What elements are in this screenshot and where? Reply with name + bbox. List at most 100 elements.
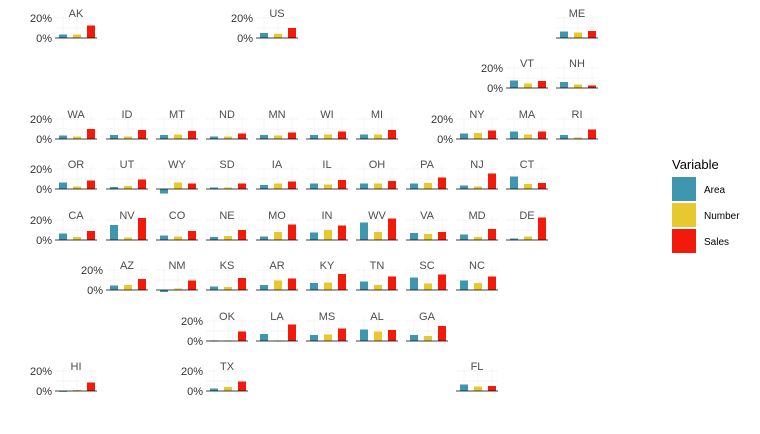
bar-ar-area <box>260 285 268 290</box>
state-label: MO <box>268 210 286 222</box>
bar-ms-area <box>310 335 318 341</box>
bar-or-number <box>73 186 81 189</box>
panel-tn: TN <box>356 260 398 292</box>
bar-nh-sales <box>588 85 596 88</box>
bar-wa-number <box>73 136 81 139</box>
state-label: VA <box>420 210 435 222</box>
bar-wv-area <box>360 222 368 240</box>
bar-tn-area <box>360 281 368 290</box>
bar-or-area <box>59 182 67 189</box>
bar-ut-sales <box>138 179 146 189</box>
bar-sc-number <box>424 283 432 290</box>
bar-sd-number <box>224 187 232 189</box>
bar-pa-number <box>424 183 432 189</box>
state-label: MA <box>519 109 536 121</box>
panel-ks: KS <box>206 260 248 292</box>
bar-hi-number <box>73 390 81 391</box>
y-tick-label: 20% <box>30 215 52 227</box>
bar-de-area <box>510 238 518 240</box>
bar-mn-number <box>274 135 282 139</box>
bar-mt-sales <box>188 131 196 139</box>
state-label: KY <box>320 260 335 272</box>
bar-de-number <box>524 236 532 240</box>
bar-ma-sales <box>538 131 546 139</box>
bar-az-sales <box>138 279 146 290</box>
bar-ut-number <box>124 186 132 189</box>
bar-ca-sales <box>87 231 95 240</box>
state-label: WA <box>67 109 85 121</box>
bar-wi-sales <box>338 131 346 139</box>
bar-al-area <box>360 329 368 341</box>
bar-ak-sales <box>87 25 95 38</box>
y-tick-label: 0% <box>87 285 103 297</box>
bar-ia-sales <box>288 181 296 189</box>
panel-wa: WA0%20% <box>30 109 97 146</box>
bar-ne-number <box>224 236 232 240</box>
state-label: VT <box>520 58 534 70</box>
state-label: AZ <box>120 260 134 272</box>
bar-in-sales <box>338 225 346 240</box>
state-label: AL <box>370 311 383 323</box>
bar-md-number <box>474 237 482 240</box>
bar-fl-area <box>460 384 468 391</box>
panel-wv: WV <box>356 210 398 242</box>
panel-nj: NJ <box>456 159 498 191</box>
state-label: SC <box>419 260 434 272</box>
panel-ct: CT <box>506 159 548 191</box>
panel-in: IN <box>306 210 348 242</box>
bar-nj-number <box>474 186 482 189</box>
state-label: MI <box>371 109 383 121</box>
panel-de: DE <box>506 210 548 242</box>
bar-vt-area <box>510 80 518 88</box>
bar-mo-sales <box>288 224 296 240</box>
state-label: IL <box>322 159 331 171</box>
panel-mi: MI <box>356 109 398 141</box>
bar-wy-number <box>174 182 182 189</box>
panel-nd: ND <box>206 109 248 141</box>
panel-ar: AR <box>256 260 298 292</box>
bar-va-number <box>424 234 432 240</box>
panel-az: AZ 0% 20% <box>81 260 148 297</box>
y-tick-label: 20% <box>81 265 103 277</box>
state-label: RI <box>572 109 583 121</box>
bar-ak-number <box>73 34 81 38</box>
bar-ny-number <box>474 133 482 139</box>
panel-nc: NC <box>456 260 498 292</box>
bar-wi-number <box>324 134 332 139</box>
state-label: CA <box>68 210 84 222</box>
bar-ky-sales <box>338 274 346 290</box>
panel-co: CO <box>156 210 198 242</box>
state-label: LA <box>270 311 284 323</box>
bar-la-area <box>260 334 268 341</box>
panel-ca: CA0%20% <box>30 210 97 247</box>
bar-nh-number <box>574 84 582 88</box>
state-label: CO <box>169 210 186 222</box>
bar-tx-sales <box>238 381 246 391</box>
state-label: GA <box>419 311 436 323</box>
bar-us-number <box>274 33 282 38</box>
panel-ri: RI <box>556 109 598 141</box>
bar-ct-number <box>524 184 532 189</box>
bar-ri-number <box>574 137 582 139</box>
panel-wi: WI <box>306 109 348 141</box>
bar-nv-area <box>110 225 118 240</box>
y-tick-label: 20% <box>431 114 453 126</box>
panel-mt: MT <box>156 109 198 141</box>
bar-ms-sales <box>338 328 346 341</box>
bar-nd-sales <box>238 133 246 139</box>
bar-nm-number <box>174 288 182 290</box>
legend-swatch-number <box>672 203 696 227</box>
state-label: NE <box>219 210 234 222</box>
bar-mi-sales <box>388 130 396 139</box>
bar-vt-number <box>524 83 532 88</box>
bar-fl-sales <box>488 386 496 391</box>
state-label: ND <box>219 109 235 121</box>
bar-nc-number <box>474 283 482 290</box>
panel-or: OR0%20% <box>30 159 97 196</box>
panel-sc: SC <box>406 260 448 292</box>
panel-nh: NH <box>556 58 598 90</box>
bar-de-sales <box>538 217 546 240</box>
state-label: UT <box>120 159 135 171</box>
state-label: SD <box>219 159 234 171</box>
